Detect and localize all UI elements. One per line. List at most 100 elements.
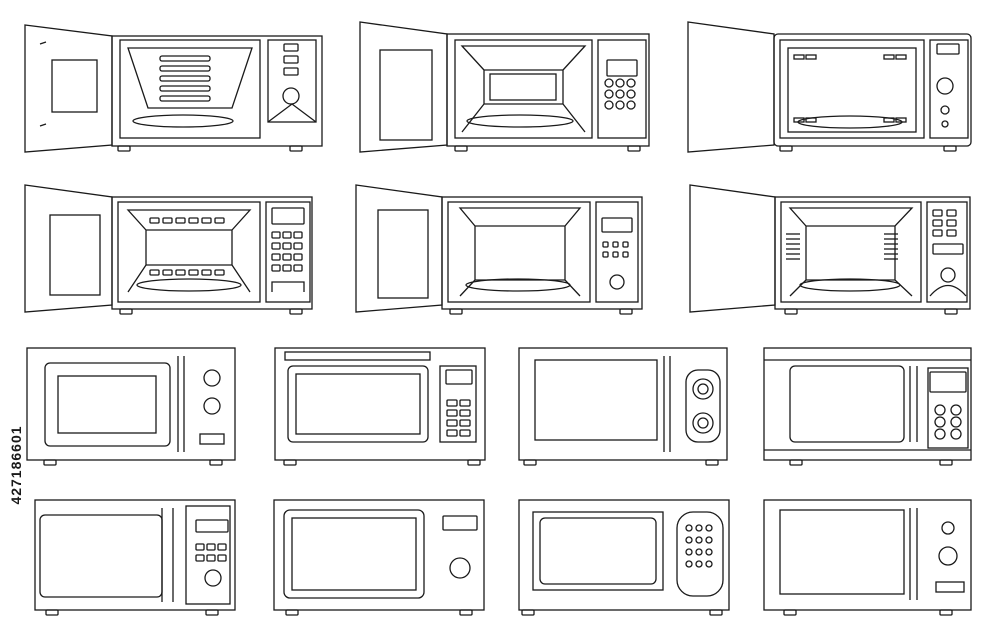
control-panel — [597, 39, 647, 139]
door-glass — [295, 373, 421, 435]
keypad-button — [604, 78, 614, 88]
keypad-button — [946, 229, 957, 237]
dial-panel — [685, 369, 721, 443]
foot — [117, 145, 131, 152]
knob-small — [941, 120, 949, 128]
keypad-button — [206, 543, 216, 551]
open-door — [355, 184, 443, 313]
keypad-button — [932, 209, 943, 217]
door-window — [44, 362, 171, 447]
closed-microwave-display-knob — [273, 499, 485, 616]
foot — [459, 609, 473, 616]
keypad-button — [934, 404, 946, 416]
oven-body — [26, 347, 236, 461]
foot — [289, 308, 303, 315]
button — [283, 67, 299, 76]
foot — [523, 459, 537, 466]
control-panel — [439, 365, 477, 443]
back-panel — [489, 73, 557, 101]
oven-body — [518, 499, 730, 611]
keypad-button — [705, 524, 713, 532]
oven-body — [34, 499, 236, 611]
keypad-button — [950, 416, 962, 428]
keypad-button — [950, 428, 962, 440]
button — [283, 55, 299, 64]
foot — [709, 609, 723, 616]
control-panel — [929, 39, 969, 139]
dial — [692, 412, 714, 434]
door-window — [51, 59, 98, 113]
keypad-button — [615, 78, 625, 88]
control-panel — [265, 201, 311, 303]
display — [195, 519, 229, 533]
open-door — [359, 21, 448, 153]
open-door — [687, 21, 775, 153]
cavity — [119, 39, 261, 139]
foot — [783, 609, 797, 616]
open-microwave-display — [355, 184, 643, 315]
keypad-button — [446, 419, 458, 427]
keypad-button — [446, 429, 458, 437]
foot — [705, 459, 719, 466]
keypad-button — [195, 543, 205, 551]
door-window — [779, 509, 905, 595]
closed-microwave-round-keypad — [518, 499, 730, 616]
foot — [944, 308, 958, 315]
knob — [203, 397, 221, 415]
cavity-walls — [460, 45, 587, 133]
keypad-button — [934, 428, 946, 440]
oven-body — [273, 499, 485, 611]
cavity — [780, 201, 922, 303]
grill-slot — [175, 217, 186, 224]
keypad-button — [604, 100, 614, 110]
open-microwave-keypad-grill — [24, 184, 313, 315]
door-glass — [57, 375, 157, 434]
vent-slot — [159, 85, 211, 92]
door-glass — [291, 517, 417, 591]
closed-microwave-display-keypad — [763, 347, 972, 466]
control-panel — [676, 511, 724, 597]
foot — [943, 145, 957, 152]
open-microwave-dial — [24, 24, 323, 153]
oven-body — [763, 347, 972, 461]
foot — [285, 609, 299, 616]
knob — [938, 546, 958, 566]
cavity — [779, 39, 925, 139]
door-window — [379, 49, 433, 141]
keypad-button — [932, 229, 943, 237]
door-window — [789, 365, 905, 443]
keypad-button — [271, 253, 281, 261]
button — [283, 43, 299, 52]
control-panel — [926, 201, 968, 303]
cavity — [447, 201, 591, 303]
closed-microwave-dials — [518, 347, 728, 466]
keypad-button — [271, 264, 281, 272]
keypad-button — [626, 78, 636, 88]
cavity — [117, 201, 261, 303]
grill-slot — [149, 269, 160, 276]
control-panel — [927, 367, 969, 449]
door-window — [39, 514, 163, 598]
grill-slot — [162, 269, 173, 276]
door-glass — [539, 517, 657, 585]
knob-small — [940, 105, 950, 115]
foot — [454, 145, 468, 152]
keypad-button — [271, 242, 281, 250]
open-door — [689, 184, 776, 313]
door-window — [532, 511, 664, 591]
keypad-button — [217, 543, 227, 551]
open-door — [24, 184, 113, 313]
keypad-button — [705, 560, 713, 568]
vent-slot — [159, 65, 211, 72]
keypad-button — [459, 409, 471, 417]
top-strip — [284, 351, 431, 361]
knob — [449, 557, 471, 579]
keypad-button — [602, 241, 609, 248]
keypad-button — [459, 429, 471, 437]
keypad-button — [195, 554, 205, 562]
display — [936, 43, 960, 55]
turntable — [797, 115, 903, 129]
foot — [521, 609, 535, 616]
keypad-button — [293, 242, 303, 250]
foot — [45, 609, 59, 616]
